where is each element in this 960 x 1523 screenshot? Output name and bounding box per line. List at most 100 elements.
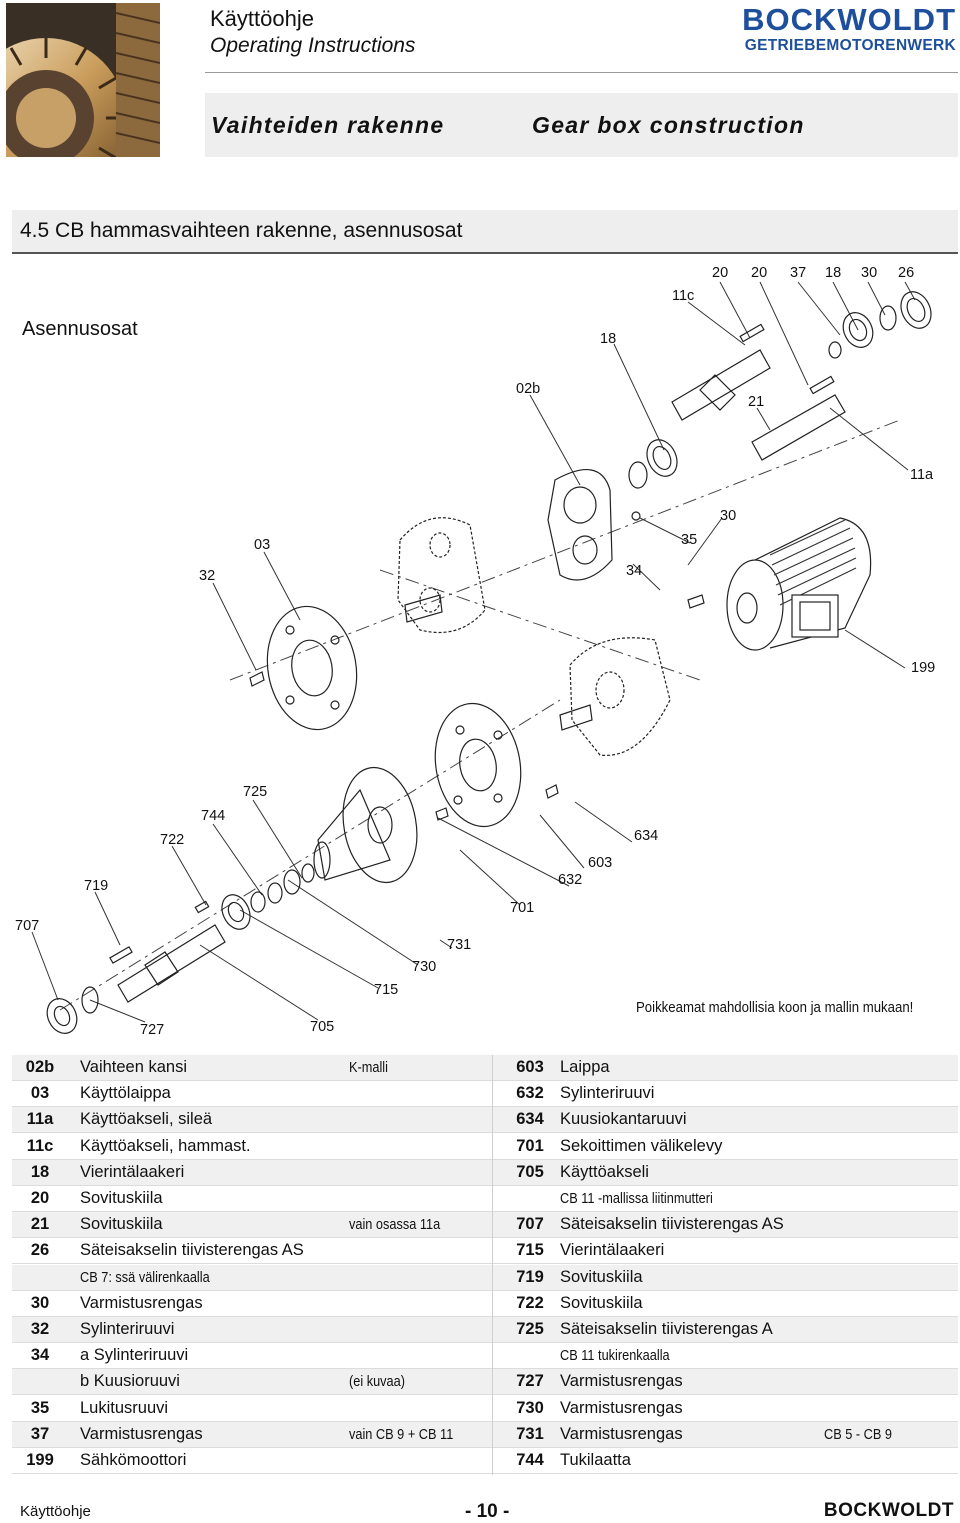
table-row: 34 a Sylinteriruuvi CB 11 tukirenkaalla <box>12 1343 958 1370</box>
part-description-left: Sovituskiila <box>80 1189 163 1207</box>
part-number-left: 30 <box>30 1293 50 1312</box>
table-row: 03 Käyttölaippa 632 Sylinteriruuvi <box>12 1081 958 1108</box>
callout: 731 <box>447 937 472 953</box>
part-number-left: 18 <box>30 1162 50 1181</box>
part-description-left: a Sylinteriruuvi <box>80 1346 189 1365</box>
callout: 18 <box>600 331 617 347</box>
callout: 34 <box>626 563 643 579</box>
callout: 35 <box>681 532 698 548</box>
callout: 632 <box>558 872 583 888</box>
brand-subtitle: GETRIEBEMOTORENWERK <box>744 37 956 54</box>
table-column-divider <box>492 1055 493 1475</box>
part-number-left: 02b <box>25 1058 55 1076</box>
table-row: b Kuusioruuvi (ei kuvaa) 727 Varmistusrenga… <box>12 1369 958 1396</box>
chapter-band <box>205 93 958 157</box>
header-gear-photo <box>0 3 161 198</box>
part-description-left: Käyttölaippa <box>80 1084 171 1103</box>
doc-title-en: Operating Instructions <box>210 34 416 57</box>
exploded-view-diagram: 20 20 37 18 30 26 11c 18 02b 21 11a 30 0… <box>0 255 960 1045</box>
part-number-left: 37 <box>30 1424 50 1443</box>
part-description-right: Sekoittimen välikelevy <box>560 1136 723 1155</box>
part-number-right: 744 <box>516 1451 544 1469</box>
part-description-left: b Kuusioruuvi <box>80 1372 180 1391</box>
part-number-left: 199 <box>26 1451 54 1469</box>
page-number: - 10 - <box>465 1501 510 1522</box>
callout: 730 <box>412 959 437 975</box>
callout: 37 <box>790 265 807 281</box>
part-number-left: 26 <box>30 1241 50 1260</box>
callout: 32 <box>199 568 216 584</box>
part-description-left: Käyttöakseli, hammast. <box>80 1136 251 1155</box>
part-note-left: vain CB 9 + CB 11 <box>349 1425 454 1443</box>
part-number-right: 719 <box>516 1267 544 1286</box>
part-description-right: Laippa <box>560 1058 610 1076</box>
callout: 722 <box>160 832 185 848</box>
variation-note: Poikkeamat mahdollisia koon ja mallin mu… <box>636 999 914 1016</box>
callout: 725 <box>243 784 268 800</box>
part-description-left: Käyttöakseli, sileä <box>80 1110 213 1129</box>
callout: 634 <box>634 828 659 844</box>
callout: 03 <box>254 537 271 553</box>
part-description-right: Säteisakselin tiivisterengas AS <box>560 1215 784 1234</box>
part-number-right: 731 <box>516 1424 544 1443</box>
callout: 727 <box>140 1022 165 1038</box>
part-description-right: Varmistusrengas <box>560 1424 683 1443</box>
section-title: 4.5 CB hammasvaihteen rakenne, asennusos… <box>20 219 463 242</box>
part-number-right: 701 <box>516 1136 544 1155</box>
callout: 26 <box>898 265 915 281</box>
part-number-right: 603 <box>516 1058 544 1076</box>
part-description-right: Käyttöakseli <box>560 1162 649 1181</box>
footer-brand: BOCKWOLDT <box>823 1500 954 1521</box>
chapter-title-en: Gear box construction <box>532 112 805 138</box>
part-description-left: Varmistusrengas <box>80 1424 203 1443</box>
part-number-right: 715 <box>516 1241 544 1260</box>
part-description-right: CB 11 tukirenkaalla <box>560 1347 670 1365</box>
part-description-right: Sylinteriruuvi <box>560 1084 655 1103</box>
header-divider <box>205 72 958 73</box>
part-number-right: 725 <box>516 1320 544 1338</box>
part-number-right: 727 <box>516 1372 544 1391</box>
part-note-left: vain osassa 11a <box>349 1216 441 1234</box>
table-row: 199 Sähkömoottori 744 Tukilaatta <box>12 1448 958 1474</box>
callout: 603 <box>588 855 613 871</box>
part-description-right: Varmistusrengas <box>560 1372 683 1391</box>
part-description-right: Varmistusrengas <box>560 1398 683 1417</box>
callout: 719 <box>84 878 109 894</box>
part-number-right: 632 <box>516 1084 544 1103</box>
part-note-left: (ei kuvaa) <box>349 1373 405 1391</box>
callout: 701 <box>510 900 535 916</box>
footer-doc-name: Käyttöohje <box>20 1503 91 1520</box>
part-description-right: Sovituskiila <box>560 1267 643 1286</box>
part-number-left: 35 <box>30 1398 50 1417</box>
part-description-left: Vierintälaakeri <box>80 1162 185 1181</box>
part-description-left: Varmistusrengas <box>80 1293 203 1312</box>
part-number-left: 34 <box>30 1346 50 1365</box>
callout: 705 <box>310 1019 335 1035</box>
part-description-right: Tukilaatta <box>560 1451 631 1469</box>
callout: 11a <box>910 467 934 483</box>
part-description-left: Sovituskiila <box>80 1215 163 1234</box>
part-description-left: Sähkömoottori <box>80 1451 187 1469</box>
part-number-left: 03 <box>30 1084 50 1103</box>
part-description-right: Säteisakselin tiivisterengas A <box>560 1320 773 1338</box>
callout: 02b <box>516 381 541 397</box>
part-note-right: CB 5 - CB 9 <box>824 1425 893 1443</box>
part-description-left: Lukitusruuvi <box>80 1398 169 1417</box>
chapter-title-fi: Vaihteiden rakenne <box>211 112 445 138</box>
part-number-right: 722 <box>516 1293 544 1312</box>
callout: 715 <box>374 982 399 998</box>
brand-logo: BOCKWOLDT <box>742 2 956 37</box>
part-number-left: 20 <box>30 1189 50 1207</box>
part-description-left: Säteisakselin tiivisterengas AS <box>80 1241 304 1260</box>
doc-title-fi: Käyttöohje <box>210 6 314 31</box>
callout: 21 <box>748 394 765 410</box>
part-description-left: CB 7: ssä välirenkaalla <box>80 1268 210 1286</box>
